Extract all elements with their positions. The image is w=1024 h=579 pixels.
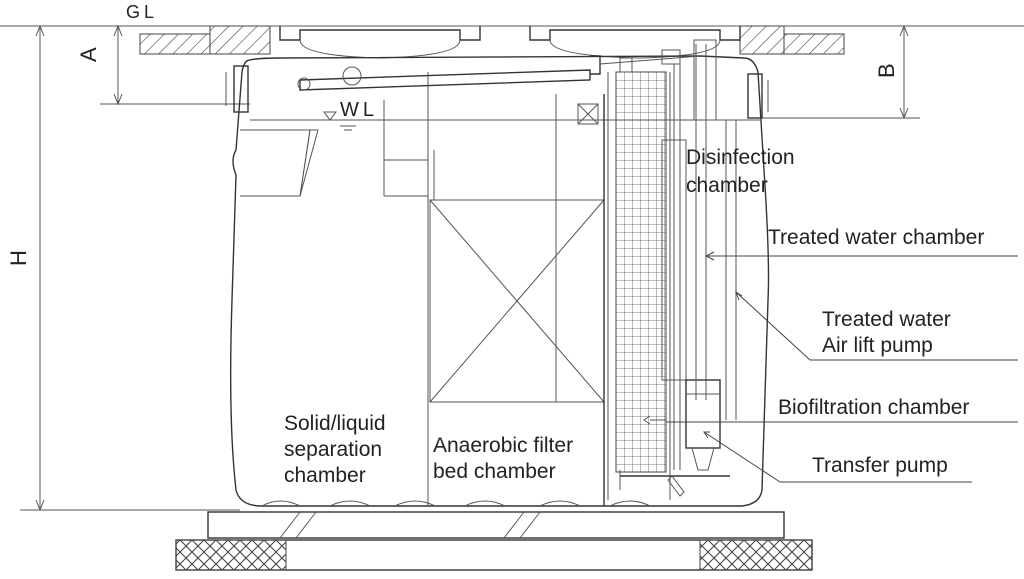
transfer-pump-label: Transfer pump bbox=[812, 454, 948, 477]
ground-level bbox=[0, 25, 1024, 59]
dimension-lines bbox=[20, 24, 920, 512]
wl-label: WL bbox=[340, 99, 378, 121]
dimension-h-label: H bbox=[6, 250, 31, 266]
foundation bbox=[175, 511, 813, 571]
pump-piping bbox=[590, 39, 737, 497]
biofiltration-label: Biofiltration chamber bbox=[778, 396, 969, 419]
solid-liquid-label-2: separation bbox=[284, 438, 382, 461]
air-lift-label-2: Air lift pump bbox=[822, 334, 933, 357]
anaerobic-filter-media bbox=[429, 94, 605, 506]
dimension-b-label: B bbox=[874, 63, 899, 78]
anaerobic-label-2: bed chamber bbox=[433, 460, 556, 483]
solid-liquid-label-1: Solid/liquid bbox=[284, 412, 386, 435]
inlet-pipe bbox=[240, 66, 591, 197]
solid-liquid-label-3: chamber bbox=[284, 464, 366, 487]
disinfection-label-1: Disinfection bbox=[686, 146, 795, 169]
treated-water-chamber-label: Treated water chamber bbox=[768, 226, 984, 249]
anaerobic-label-1: Anaerobic filter bbox=[433, 434, 573, 457]
air-lift-label-1: Treated water bbox=[822, 308, 951, 331]
tank-body bbox=[225, 55, 770, 507]
disinfection-label-2: chamber bbox=[686, 174, 768, 197]
dimension-a-label: A bbox=[76, 47, 101, 62]
diagram-labels: GL WL A B H Solid/liquid separation cham… bbox=[6, 2, 984, 487]
leader-lines bbox=[299, 129, 1018, 483]
biofiltration-media bbox=[607, 71, 730, 500]
gl-label: GL bbox=[126, 2, 158, 22]
partition-wall bbox=[383, 72, 435, 506]
